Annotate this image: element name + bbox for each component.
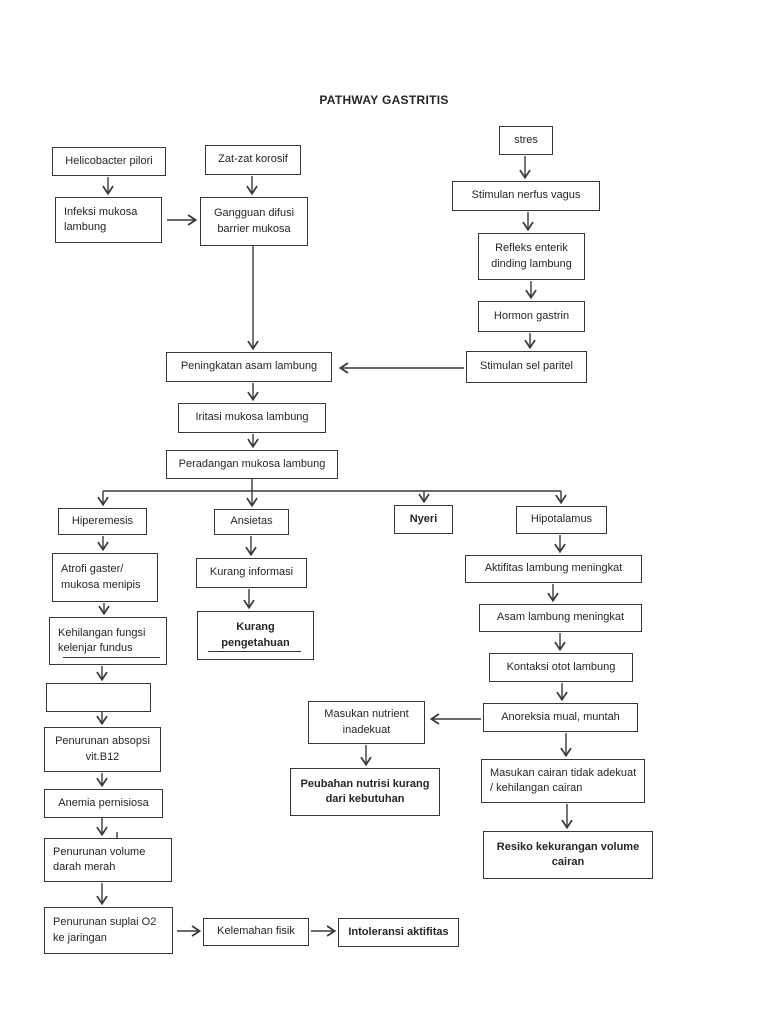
node-kelemahan-fisik: Kelemahan fisik (203, 918, 309, 946)
underline-rule (208, 650, 301, 652)
node-anoreksia-mual-muntah: Anoreksia mual, muntah (483, 703, 638, 732)
node-peningkatan-asam-lambung: Peningkatan asam lambung (166, 352, 332, 382)
node-label: Masukan nutrient inadekuat (324, 708, 409, 736)
node-kurang-informasi: Kurang informasi (196, 558, 307, 588)
node-iritasi-mukosa-lambung: Iritasi mukosa lambung (178, 403, 326, 433)
node-label: Asam lambung meningkat (496, 611, 625, 624)
node-label: Resiko kekurangan volume cairan (496, 840, 640, 868)
node-zat-zat-korosif: Zat-zat korosif (205, 145, 301, 175)
node-label: Gangguan difusi barrier mukosa (213, 207, 295, 235)
node-penurunan-absopsi-vit-b12: Penurunan absopsi vit.B12 (44, 727, 161, 772)
node-peubahan-nutrisi-kurang: Peubahan nutrisi kurang dari kebutuhan (290, 768, 440, 816)
node-stimulan-nerfus-vagus: Stimulan nerfus vagus (452, 181, 600, 211)
node-label: Atrofi gaster/ mukosa menipis (61, 563, 141, 591)
node-label: Kehilangan fungsi kelenjar fundus (58, 626, 146, 654)
node-infeksi-mukosa-lambung: Infeksi mukosa lambung (55, 197, 162, 243)
node-label: Stimulan nerfus vagus (471, 189, 581, 202)
node-label: Penurunan absopsi vit.B12 (55, 735, 150, 763)
node-label: Penurunan volume darah merah (53, 845, 146, 873)
node-label: Zat-zat korosif (218, 153, 288, 166)
node-label: Masukan cairan tidak adekuat / kehilanga… (490, 766, 637, 794)
node-masukan-nutrient-inadekuat: Masukan nutrient inadekuat (308, 701, 425, 744)
node-anemia-pernisiosa: Anemia pernisiosa (44, 789, 163, 818)
node-label: stres (514, 133, 538, 146)
node-helicobacter-pilori: Helicobacter pilori (52, 147, 166, 176)
node-label: Stimulan sel paritel (480, 360, 573, 373)
node-label: Anoreksia mual, muntah (501, 710, 620, 723)
node-label: Iritasi mukosa lambung (195, 411, 309, 424)
node-penurunan-suplai-o2: Penurunan suplai O2 ke jaringan (44, 907, 173, 954)
node-label: Peningkatan asam lambung (180, 360, 318, 373)
node-label: Hormon gastrin (493, 309, 570, 322)
node-label: Hiperemesis (71, 514, 134, 527)
node-intoleransi-aktifitas: Intoleransi aktifitas (338, 918, 459, 947)
node-label: Kurang informasi (209, 566, 294, 579)
node-hiperemesis: Hiperemesis (58, 508, 147, 535)
node-asam-lambung-meningkat: Asam lambung meningkat (479, 604, 642, 632)
node-masukan-cairan-tidak-adekuat: Masukan cairan tidak adekuat / kehilanga… (481, 759, 645, 803)
node-label: Aktifitas lambung meningkat (484, 562, 623, 575)
connector-distribution (103, 479, 561, 492)
node-label: Helicobacter pilori (65, 154, 153, 167)
node-nyeri: Nyeri (394, 505, 453, 534)
node-label: Kontaksi otot lambung (506, 660, 616, 673)
node-atrofi-gaster-mukosa-menipis: Atrofi gaster/ mukosa menipis (52, 553, 158, 602)
node-stres: stres (499, 126, 553, 155)
node-faktor-instrinsik (46, 683, 151, 712)
node-label: Kurang pengetahuan (221, 621, 290, 649)
node-hormon-gastrin: Hormon gastrin (478, 301, 585, 332)
node-resiko-kekurangan-volume-cairan: Resiko kekurangan volume cairan (483, 831, 653, 879)
node-label: Refleks enterik dinding lambung (491, 242, 572, 270)
node-label: Peubahan nutrisi kurang dari kebutuhan (300, 777, 430, 805)
node-gangguan-difusi-barrier-mukosa: Gangguan difusi barrier mukosa (200, 197, 308, 246)
node-penurunan-volume-darah-merah: Penurunan volume darah merah (44, 838, 172, 882)
node-kurang-pengetahuan: Kurang pengetahuan (197, 611, 314, 660)
node-peradangan-mukosa-lambung: Peradangan mukosa lambung (166, 450, 338, 479)
underline-rule (63, 656, 160, 658)
node-label: Infeksi mukosa lambung (64, 205, 138, 233)
node-label: Penurunan suplai O2 ke jaringan (53, 916, 157, 944)
node-label: Hipotalamus (530, 513, 593, 526)
node-label: Kelemahan fisik (217, 925, 295, 938)
node-refleks-enterik-dinding-lambung: Refleks enterik dinding lambung (478, 233, 585, 280)
node-kontaksi-otot-lambung: Kontaksi otot lambung (489, 653, 633, 682)
node-kehilangan-fungsi-kelenjar-fundus: Kehilangan fungsi kelenjar fundus (49, 617, 167, 665)
page-title: PATHWAY GASTRITIS (319, 93, 449, 107)
node-aktifitas-lambung-meningkat: Aktifitas lambung meningkat (465, 555, 642, 583)
node-label: Intoleransi aktifitas (348, 925, 449, 938)
node-label: Nyeri (409, 512, 438, 525)
node-hipotalamus: Hipotalamus (516, 506, 607, 534)
node-label: Ansietas (230, 515, 273, 528)
node-label: Anemia pernisiosa (58, 796, 149, 809)
node-stimulan-sel-paritel: Stimulan sel paritel (466, 351, 587, 383)
node-ansietas: Ansietas (214, 509, 289, 535)
node-label: Peradangan mukosa lambung (178, 457, 326, 470)
